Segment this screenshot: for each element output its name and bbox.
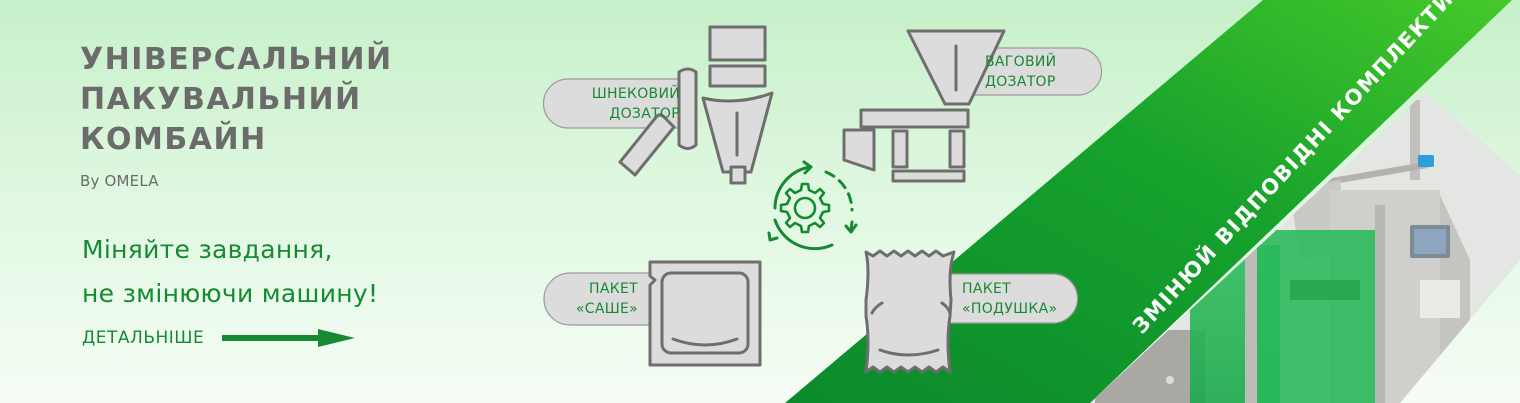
title-line: КОМБАЙН [80, 122, 267, 157]
brand-byline: By OMELA [80, 172, 159, 190]
page-title: УНІВЕРСАЛЬНИЙ ПАКУВАЛЬНИЙ КОМБАЙН [80, 40, 393, 160]
label-line: ШНЕКОВИЙ [591, 86, 680, 102]
details-link-label: ДЕТАЛЬНІШЕ [82, 328, 205, 348]
auger-doser-label: ШНЕКОВИЙ ДОЗАТОР [560, 84, 680, 124]
weight-doser-pill [974, 47, 1103, 96]
label-line: «САШЕ» [575, 301, 638, 317]
sachet-pack-icon [648, 260, 762, 367]
arrow-right-icon [222, 329, 356, 347]
details-link[interactable]: ДЕТАЛЬНІШЕ [82, 328, 356, 348]
label-line: ДОЗАТОР [985, 74, 1056, 90]
label-line: ВАГОВИЙ [985, 54, 1057, 70]
sachet-pill [543, 272, 656, 326]
gear-cycle-icon [767, 160, 858, 251]
label-line: ПАКЕТ [962, 281, 1011, 297]
label-line: ДОЗАТОР [609, 106, 680, 122]
pillow-label: ПАКЕТ «ПОДУШКА» [962, 279, 1057, 319]
title-line: УНІВЕРСАЛЬНИЙ [80, 42, 393, 77]
auger-doser-pill [542, 78, 691, 129]
pillow-pack-icon [864, 249, 956, 374]
tagline-line: Міняйте завдання, [82, 235, 333, 264]
tagline-line: не змінюючи машину! [82, 279, 379, 308]
tagline: Міняйте завдання, не змінюючи машину! [82, 228, 378, 316]
auger-doser-icon [618, 25, 774, 185]
weight-doser-icon [842, 29, 1006, 183]
pillow-pill [947, 273, 1079, 324]
weight-doser-label: ВАГОВИЙ ДОЗАТОР [985, 52, 1056, 92]
title-line: ПАКУВАЛЬНИЙ [80, 82, 362, 117]
sachet-label: ПАКЕТ «САШЕ» [560, 279, 638, 319]
label-line: «ПОДУШКА» [962, 301, 1058, 317]
label-line: ПАКЕТ [589, 281, 638, 297]
